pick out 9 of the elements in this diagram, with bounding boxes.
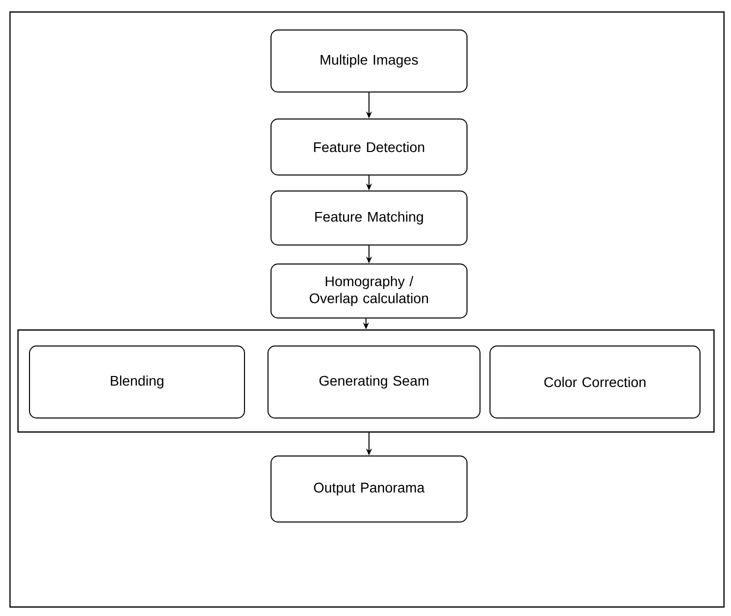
process-box: Multiple Images <box>270 30 468 92</box>
process-box: Feature Detection <box>270 118 468 176</box>
group-frame <box>17 329 715 433</box>
process-box: Output Panorama <box>270 456 468 522</box>
process-box: Homography / Overlap calculation <box>270 264 468 318</box>
process-box: Blending <box>29 346 245 418</box>
process-box: Generating Seam <box>268 346 480 418</box>
process-box: Feature Matching <box>270 190 468 246</box>
process-box: Color Correction <box>490 346 700 418</box>
